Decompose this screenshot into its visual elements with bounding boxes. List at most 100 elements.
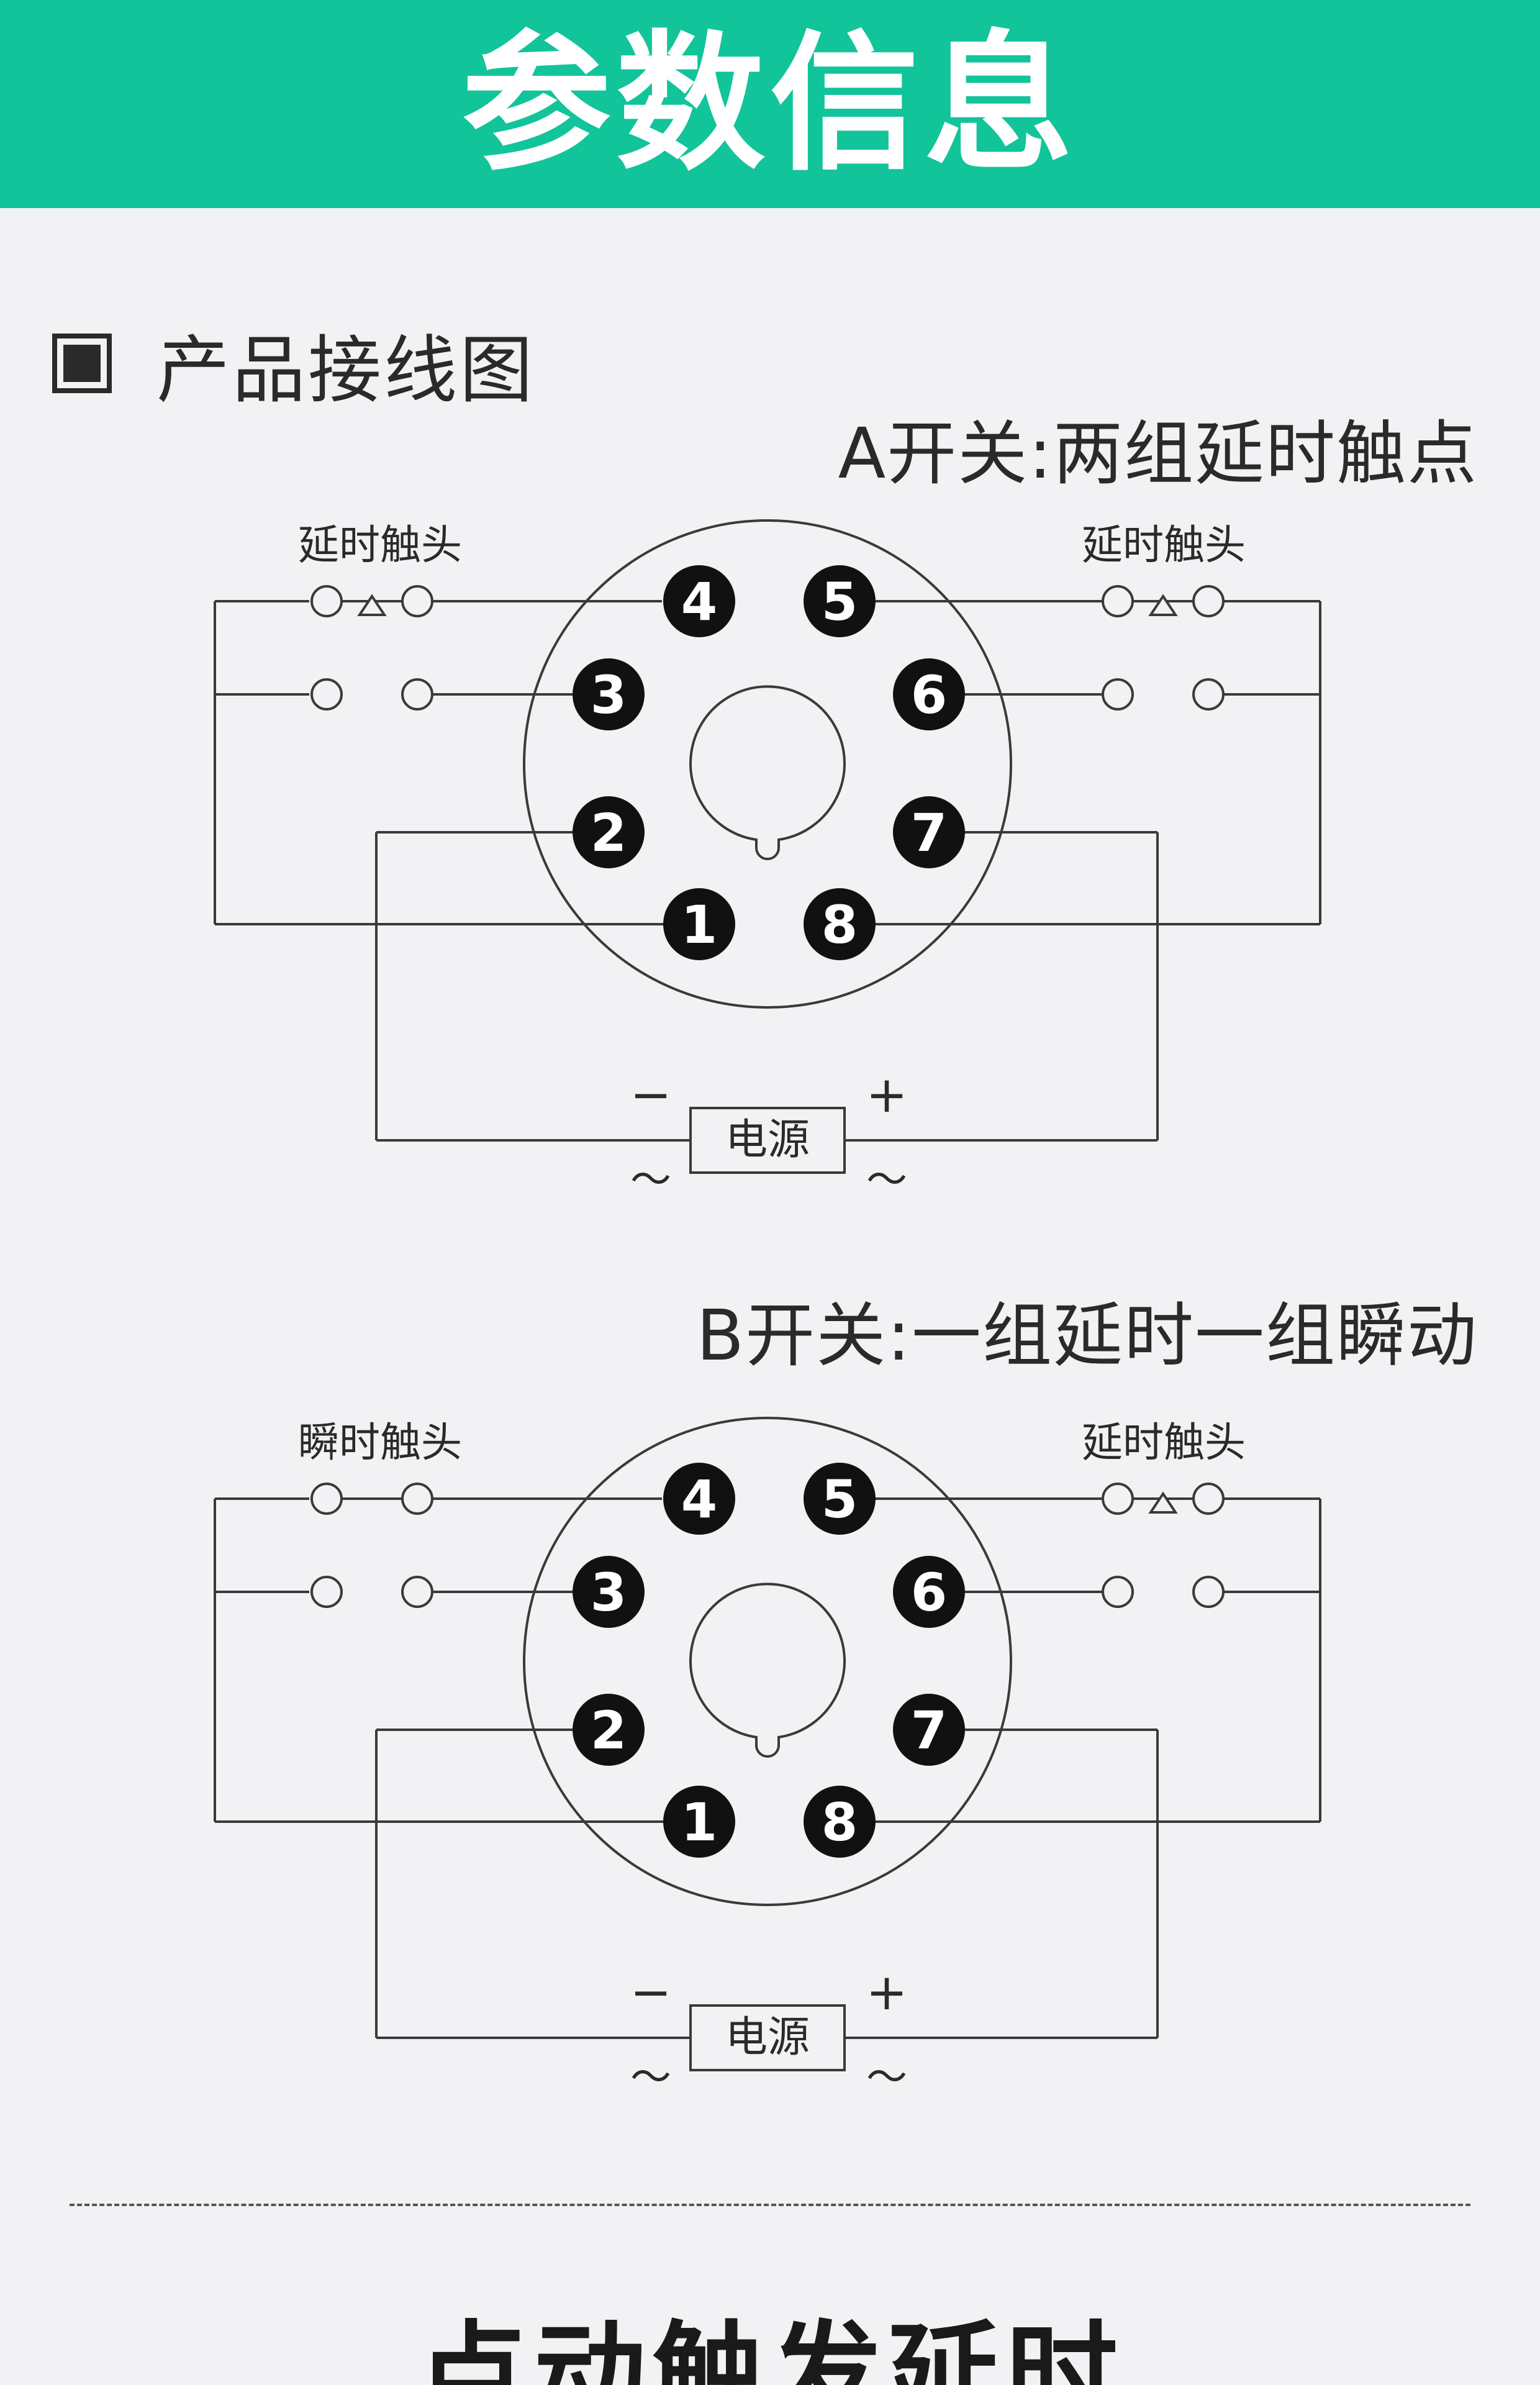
pin-5: 5	[804, 1463, 876, 1535]
ac-right-sign: ～	[866, 2053, 907, 2101]
diagram-0-group: 延时触头 延时触头 4 5 3 6 2 7 1 8 电源 − + ～ ～	[214, 519, 1321, 1204]
pin-1-circle	[663, 888, 735, 960]
socket-outer-circle	[523, 519, 1012, 1009]
pin-2: 2	[573, 796, 645, 868]
dashed-divider	[70, 2204, 1470, 2206]
pin-6-circle	[893, 658, 965, 730]
pin-8-label: 8	[822, 894, 858, 955]
ac-left-sign: ～	[630, 1156, 671, 1204]
pin-5-circle	[804, 565, 876, 637]
pin-2-label: 2	[591, 802, 627, 863]
socket-outer-circle	[523, 1417, 1012, 1906]
pin-3-label: 3	[591, 665, 627, 725]
pin-6: 6	[893, 1556, 965, 1628]
pin-8-circle	[804, 1786, 876, 1858]
pin-5: 5	[804, 565, 876, 637]
contact-terminal	[1192, 1576, 1225, 1608]
left-delay-triangle-icon	[357, 594, 387, 616]
pin-8: 8	[804, 1786, 876, 1858]
wiring-diagram-a: 延时触头 延时触头 4 5 3 6 2 7 1 8 电源 − + ～ ～	[214, 519, 1321, 1204]
pin-5-label: 5	[822, 571, 858, 632]
left-contact-label: 延时触头	[298, 521, 462, 569]
pin-7-label: 7	[911, 802, 947, 863]
pin-3: 3	[573, 658, 645, 730]
left-contact-label: 瞬时触头	[298, 1419, 462, 1466]
pin-6-label: 6	[911, 665, 947, 725]
header-banner: 参数信息	[0, 0, 1540, 208]
pin-2: 2	[573, 1694, 645, 1766]
right-contact-label: 延时触头	[1082, 1419, 1246, 1466]
ac-right-sign: ～	[866, 1156, 907, 1204]
diagram-a-title: A开关:两组延时触点	[838, 414, 1478, 494]
pin-1-label: 1	[681, 1792, 717, 1853]
pin-2-circle	[573, 1694, 645, 1766]
pin-4: 4	[663, 565, 735, 637]
section-heading: 产品接线图	[52, 323, 535, 413]
pin-3-label: 3	[591, 1562, 627, 1623]
pin-7: 7	[893, 796, 965, 868]
socket-key-hole	[689, 1583, 846, 1758]
pin-8: 8	[804, 888, 876, 960]
plus-sign: +	[866, 1963, 907, 2021]
contact-terminal	[1192, 585, 1225, 617]
power-label: 电源	[725, 2013, 810, 2062]
contact-terminal	[1192, 678, 1225, 711]
pin-3: 3	[573, 1556, 645, 1628]
footer-heading: 点动触发延时	[415, 2310, 1124, 2385]
pin-6-label: 6	[911, 1562, 947, 1623]
pin-4: 4	[663, 1463, 735, 1535]
square-bullet-icon	[52, 334, 112, 393]
pin-2-circle	[573, 796, 645, 868]
power-box	[689, 2004, 846, 2071]
right-delay-triangle-icon	[1148, 594, 1178, 616]
power-box	[689, 1107, 846, 1174]
pin-3-circle	[573, 1556, 645, 1628]
contact-terminal	[310, 1576, 343, 1608]
pin-4-circle	[663, 565, 735, 637]
pin-4-label: 4	[681, 1469, 717, 1530]
contact-terminal	[1192, 1483, 1225, 1515]
pin-1-label: 1	[681, 894, 717, 955]
ac-left-sign: ～	[630, 2053, 671, 2101]
contact-terminal	[310, 585, 343, 617]
pin-7-label: 7	[911, 1700, 947, 1761]
wiring-diagram-b: 瞬时触头 延时触头 4 5 3 6 2 7 1 8 电源 − + ～ ～	[214, 1417, 1321, 2101]
pin-5-label: 5	[822, 1469, 858, 1530]
pin-6: 6	[893, 658, 965, 730]
pin-7-circle	[893, 1694, 965, 1766]
pin-1: 1	[663, 888, 735, 960]
socket-key-hole	[689, 685, 846, 860]
diagram-b-title: B开关:一组延时一组瞬动	[696, 1296, 1478, 1376]
pin-4-circle	[663, 1463, 735, 1535]
contact-terminal	[401, 585, 433, 617]
pin-4-label: 4	[681, 571, 717, 632]
pin-5-circle	[804, 1463, 876, 1535]
diagram-1-group: 瞬时触头 延时触头 4 5 3 6 2 7 1 8 电源 − + ～ ～	[214, 1417, 1321, 2101]
pin-8-circle	[804, 888, 876, 960]
minus-sign: −	[630, 1963, 671, 2021]
contact-terminal	[1102, 1576, 1134, 1608]
right-contact-label: 延时触头	[1082, 521, 1246, 569]
contact-terminal	[310, 678, 343, 711]
section-heading-text: 产品接线图	[156, 327, 536, 413]
pin-6-circle	[893, 1556, 965, 1628]
pin-1-circle	[663, 1786, 735, 1858]
contact-terminal	[401, 1483, 433, 1515]
right-delay-triangle-icon	[1148, 1491, 1178, 1514]
contact-terminal	[401, 678, 433, 711]
plus-sign: +	[866, 1066, 907, 1124]
power-label: 电源	[725, 1115, 810, 1165]
contact-terminal	[1102, 678, 1134, 711]
contact-terminal	[1102, 1483, 1134, 1515]
minus-sign: −	[630, 1066, 671, 1124]
pin-7: 7	[893, 1694, 965, 1766]
pin-3-circle	[573, 658, 645, 730]
contact-terminal	[401, 1576, 433, 1608]
contact-terminal	[310, 1483, 343, 1515]
contact-terminal	[1102, 585, 1134, 617]
pin-1: 1	[663, 1786, 735, 1858]
page-title: 参数信息	[461, 17, 1078, 191]
pin-7-circle	[893, 796, 965, 868]
pin-2-label: 2	[591, 1700, 627, 1761]
pin-8-label: 8	[822, 1792, 858, 1853]
